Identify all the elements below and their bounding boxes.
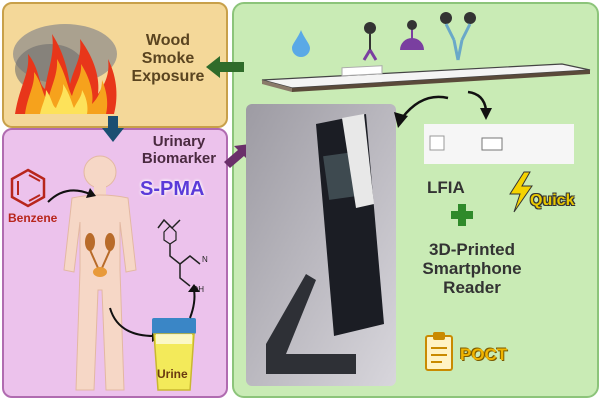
quick-label: Quick [530,192,575,209]
smartphone-reader-label: 3D-Printed Smartphone Reader [422,240,522,298]
smartphone-reader-photo [246,104,396,386]
spma-structure-icon: N OH [157,218,208,294]
arrow-benzene [47,188,96,203]
poct-label: POCT [460,345,508,364]
benzene-ring-icon [10,168,46,208]
benzene-label: Benzene [8,211,58,225]
water-drop-icon [292,30,310,57]
plus-icon [451,204,473,226]
urine-label: Urine [157,367,188,381]
lfia-strip-side [261,63,591,92]
human-body-icon [63,155,137,391]
spma-label: S-PMA [140,178,205,200]
antibody-icons [362,12,476,61]
arrow-blue [102,116,124,142]
nitrogen-atom-label: N [202,255,208,264]
lfia-strip-closeup [424,124,574,164]
arrow-structure [188,284,200,319]
urinary-biomarker-label: Urinary Biomarker [141,133,217,167]
arrow-curved [394,95,449,128]
arrow-down [467,90,492,120]
fire-icon [13,24,117,114]
arrow-green [206,56,244,78]
clipboard-icon [425,332,453,371]
wood-smoke-label: Wood Smoke Exposure [131,32,205,85]
arrow-purple [224,144,250,168]
lightning-icon [509,171,533,213]
urine-cup-icon [152,318,196,391]
lfia-label: LFIA [427,178,465,197]
